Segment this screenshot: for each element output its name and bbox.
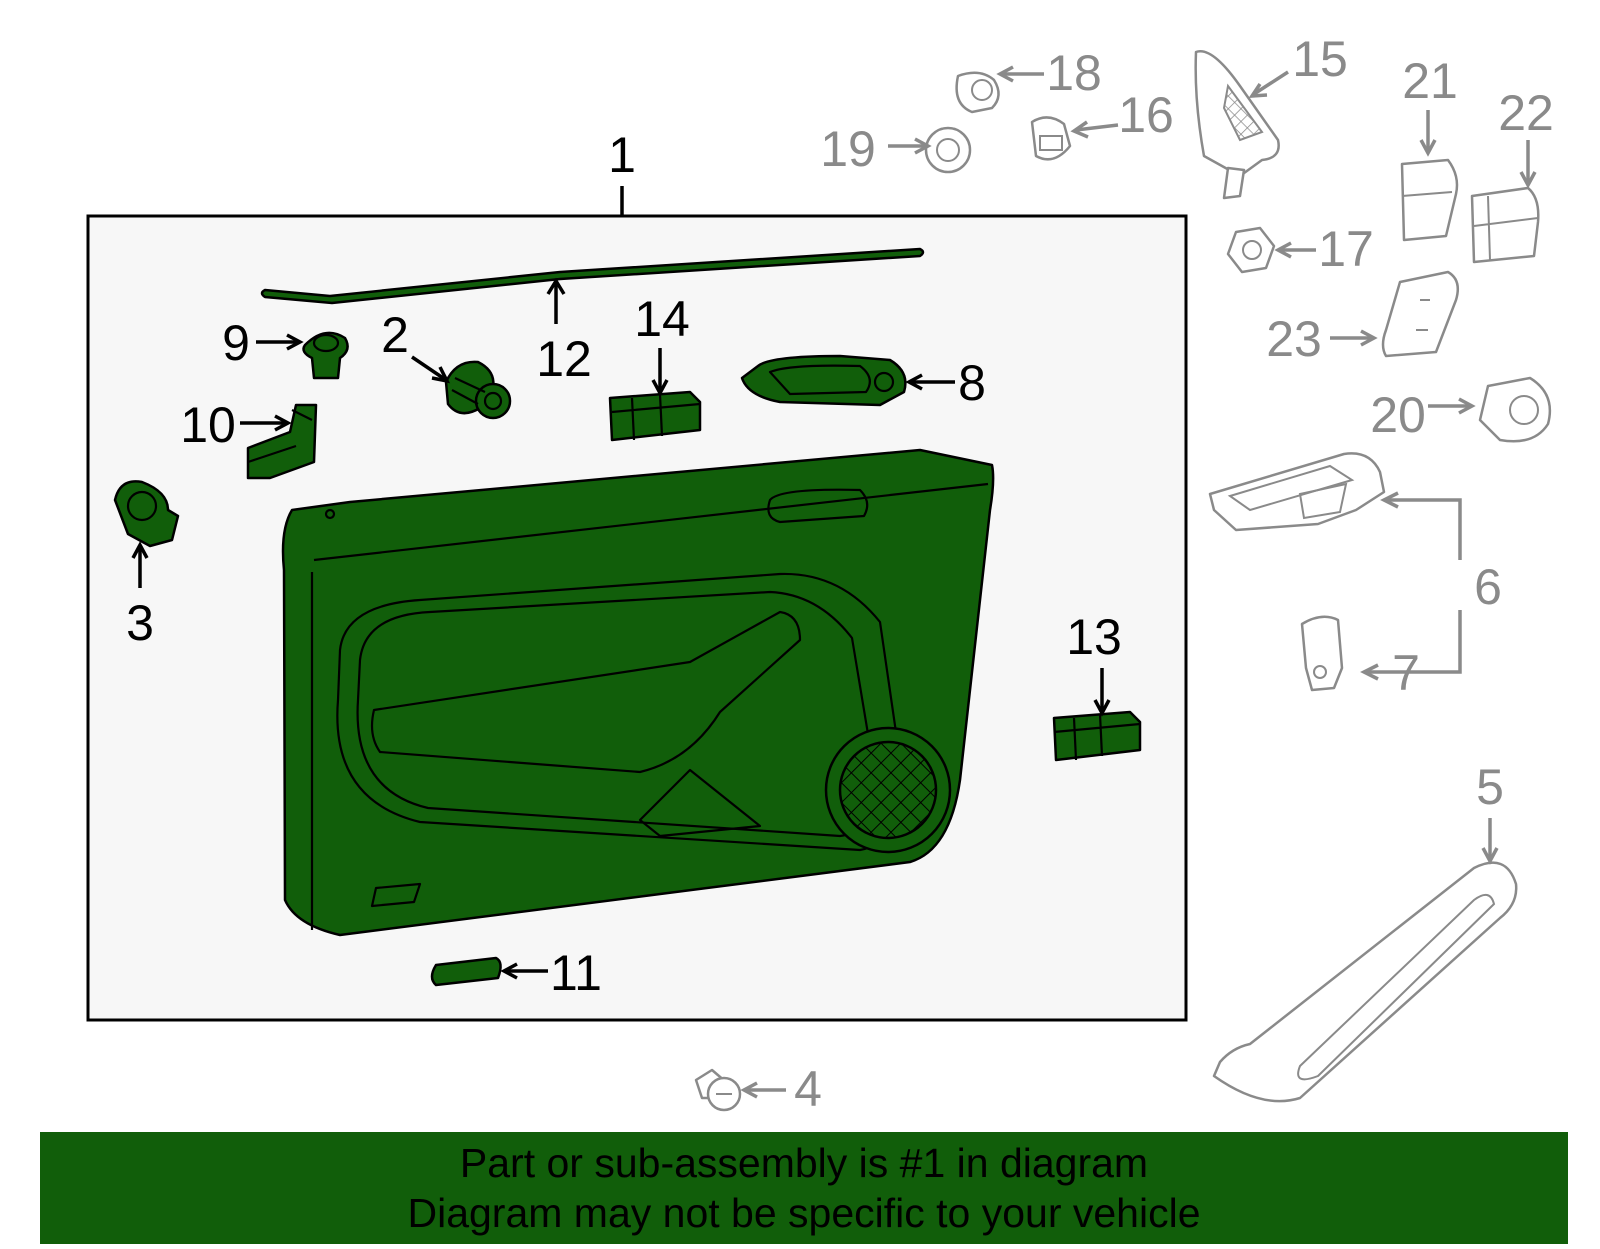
- callout-19: 19: [820, 121, 876, 177]
- callout-3: 3: [126, 595, 154, 651]
- part-3-fastener[interactable]: [113, 480, 180, 548]
- part-16-clip[interactable]: [1030, 116, 1072, 161]
- callout-7: 7: [1392, 645, 1420, 701]
- part-20-actuator[interactable]: [1478, 376, 1552, 443]
- banner-line-2: Diagram may not be specific to your vehi…: [407, 1190, 1201, 1236]
- callout-16: 16: [1118, 87, 1174, 143]
- callout-9: 9: [222, 315, 250, 371]
- callout-10: 10: [180, 397, 236, 453]
- part-22-switch[interactable]: [1470, 186, 1540, 264]
- part-21-switch[interactable]: [1400, 158, 1459, 242]
- part-10-bracket[interactable]: [246, 403, 318, 480]
- part-8-inner-handle[interactable]: [740, 354, 907, 407]
- callout-12: 12: [536, 331, 592, 387]
- callout-21: 21: [1402, 53, 1458, 109]
- notice-banner: Part or sub-assembly is #1 in diagram Di…: [40, 1132, 1568, 1244]
- part-5-trim-strip[interactable]: [1212, 861, 1518, 1103]
- callout-2: 2: [381, 307, 409, 363]
- part-18-clip[interactable]: [955, 71, 1000, 114]
- callout-6: 6: [1474, 559, 1502, 615]
- callout-4: 4: [794, 1061, 822, 1117]
- part-14-connector[interactable]: [608, 390, 702, 442]
- part-4-screw[interactable]: [694, 1068, 742, 1112]
- leader-6: [1366, 498, 1462, 674]
- banner-line-1: Part or sub-assembly is #1 in diagram: [459, 1140, 1149, 1186]
- part-9-push-pin[interactable]: [302, 331, 349, 380]
- callout-20: 20: [1370, 387, 1426, 443]
- callout-13: 13: [1066, 609, 1122, 665]
- callout-15: 15: [1292, 31, 1348, 87]
- callout-1: 1: [608, 127, 636, 183]
- part-13-connector[interactable]: [1052, 710, 1142, 762]
- part-15-mirror-cover[interactable]: [1194, 49, 1280, 200]
- part-6-handle-assembly[interactable]: [1208, 452, 1386, 532]
- callout-8: 8: [958, 355, 986, 411]
- part-12-belt-molding[interactable]: [260, 247, 925, 305]
- callout-14: 14: [634, 291, 690, 347]
- part-19-clip[interactable]: [924, 126, 972, 174]
- callout-22: 22: [1498, 85, 1554, 141]
- part-17-nut[interactable]: [1226, 226, 1276, 274]
- part-23-switch-panel[interactable]: [1381, 270, 1459, 358]
- part-11-cover[interactable]: [430, 956, 502, 987]
- part-2-clip[interactable]: [444, 360, 512, 420]
- callout-5: 5: [1476, 759, 1504, 815]
- part-7-clip[interactable]: [1300, 615, 1344, 692]
- callout-18: 18: [1046, 45, 1102, 101]
- part-1-door-trim-panel[interactable]: [281, 448, 995, 937]
- callout-17: 17: [1318, 221, 1374, 277]
- callout-23: 23: [1266, 311, 1322, 367]
- callout-11: 11: [550, 945, 602, 1001]
